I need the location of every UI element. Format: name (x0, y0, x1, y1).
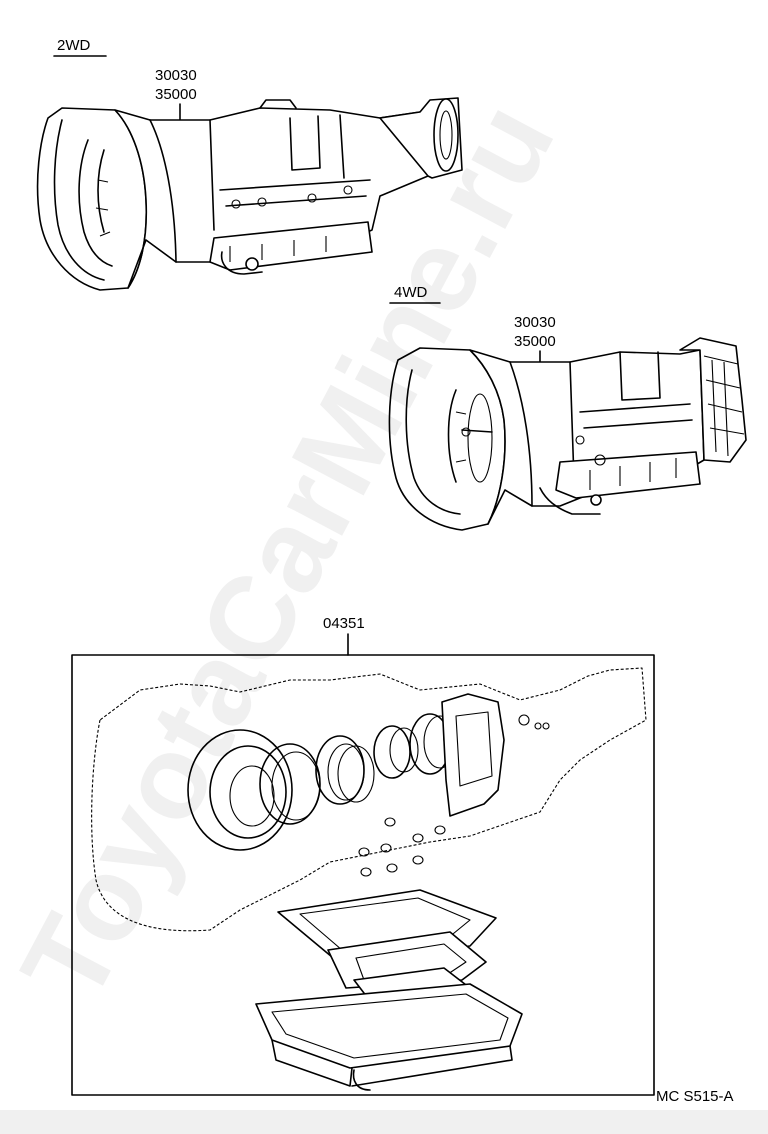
part-number-4wd-a: 30030 (514, 314, 556, 331)
footer-bar (0, 1110, 768, 1134)
part-number-2wd-b: 35000 (155, 86, 197, 103)
transmission-4wd-drawing (388, 337, 747, 531)
section-2wd: 2WD 30030 35000 (53, 37, 197, 125)
gasket-kit-frame (71, 654, 655, 1096)
label-4wd: 4WD (394, 284, 428, 301)
part-number-4wd-b: 35000 (514, 333, 556, 350)
section-gasket-kit: 04351 (71, 615, 655, 1096)
section-4wd: 4WD 30030 35000 (389, 284, 556, 371)
part-number-gasket-kit: 04351 (323, 615, 365, 632)
transmission-2wd-drawing (36, 97, 463, 291)
part-number-2wd-a: 30030 (155, 67, 197, 84)
gasket-kit-drawing (91, 667, 647, 1091)
figure-code: MC S515-A (656, 1088, 734, 1105)
label-2wd: 2WD (57, 37, 91, 54)
